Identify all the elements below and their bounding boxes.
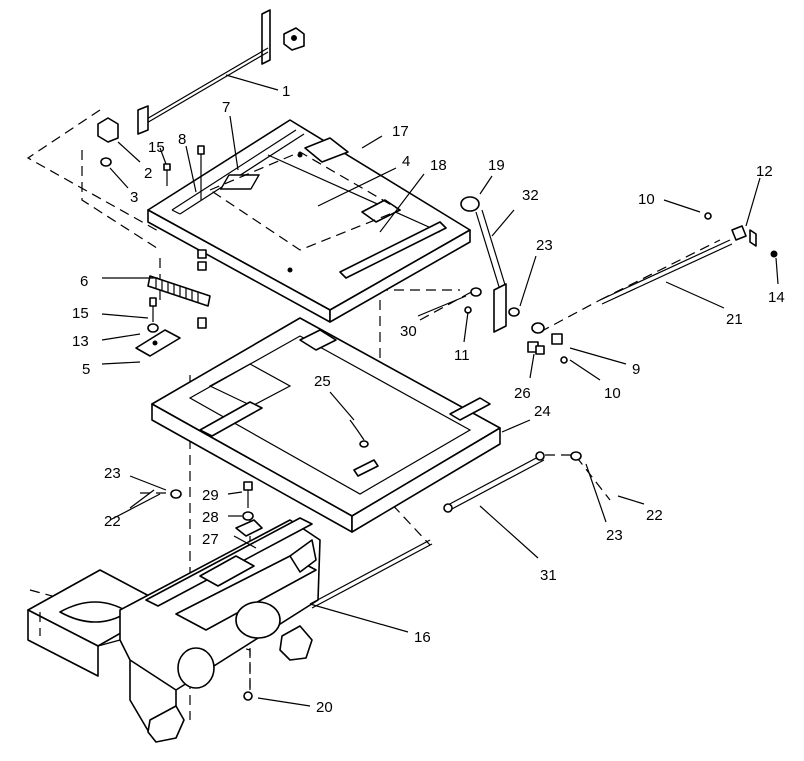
part-support-frame [151, 317, 501, 533]
callout-3: 3 [130, 189, 138, 206]
callout-9: 9 [632, 361, 640, 378]
callout-26: 26 [514, 385, 531, 402]
callout-23-left: 23 [104, 465, 121, 482]
callout-31: 31 [540, 567, 557, 584]
callout-4: 4 [402, 153, 410, 170]
callout-18: 18 [430, 157, 447, 174]
callout-14: 14 [768, 289, 785, 306]
callout-30: 30 [400, 323, 417, 340]
callout-32: 32 [522, 187, 539, 204]
callout-29: 29 [202, 487, 219, 504]
callout-2: 2 [144, 165, 152, 182]
callout-5: 5 [82, 361, 90, 378]
callout-23-right: 23 [606, 527, 623, 544]
callout-10-top: 10 [638, 191, 655, 208]
callout-20: 20 [316, 699, 333, 716]
part-right-rod [599, 212, 778, 305]
callout-8: 8 [178, 131, 186, 148]
part-rod-assembly [97, 9, 305, 167]
callout-23-lever: 23 [536, 237, 553, 254]
callout-13: 13 [72, 333, 89, 350]
callout-28: 28 [202, 509, 219, 526]
part-seat-plate [147, 119, 471, 323]
callout-10-bottom: 10 [604, 385, 621, 402]
part-fasteners-left [135, 145, 211, 357]
callout-6: 6 [80, 273, 88, 290]
callout-11: 11 [454, 347, 470, 364]
part-chassis-frame [27, 493, 433, 743]
part-lower-rod [443, 451, 582, 513]
callout-7: 7 [222, 99, 230, 116]
callout-24: 24 [534, 403, 551, 420]
callout-25: 25 [314, 373, 331, 390]
callout-17: 17 [392, 123, 409, 140]
callout-1: 1 [282, 83, 290, 100]
callout-labels: 1 2 3 4 5 6 7 8 9 10 10 11 12 13 14 15 1… [72, 83, 785, 716]
callout-15-top: 15 [148, 139, 165, 156]
callout-22-right: 22 [646, 507, 663, 524]
callout-21: 21 [726, 311, 743, 328]
leader-lines [101, 74, 779, 707]
callout-12: 12 [756, 163, 773, 180]
callout-16: 16 [414, 629, 431, 646]
callout-22-left: 22 [104, 513, 121, 530]
callout-15-mid: 15 [72, 305, 89, 322]
callout-19: 19 [488, 157, 505, 174]
callout-27: 27 [202, 531, 219, 548]
part-lever-assembly [460, 196, 568, 364]
